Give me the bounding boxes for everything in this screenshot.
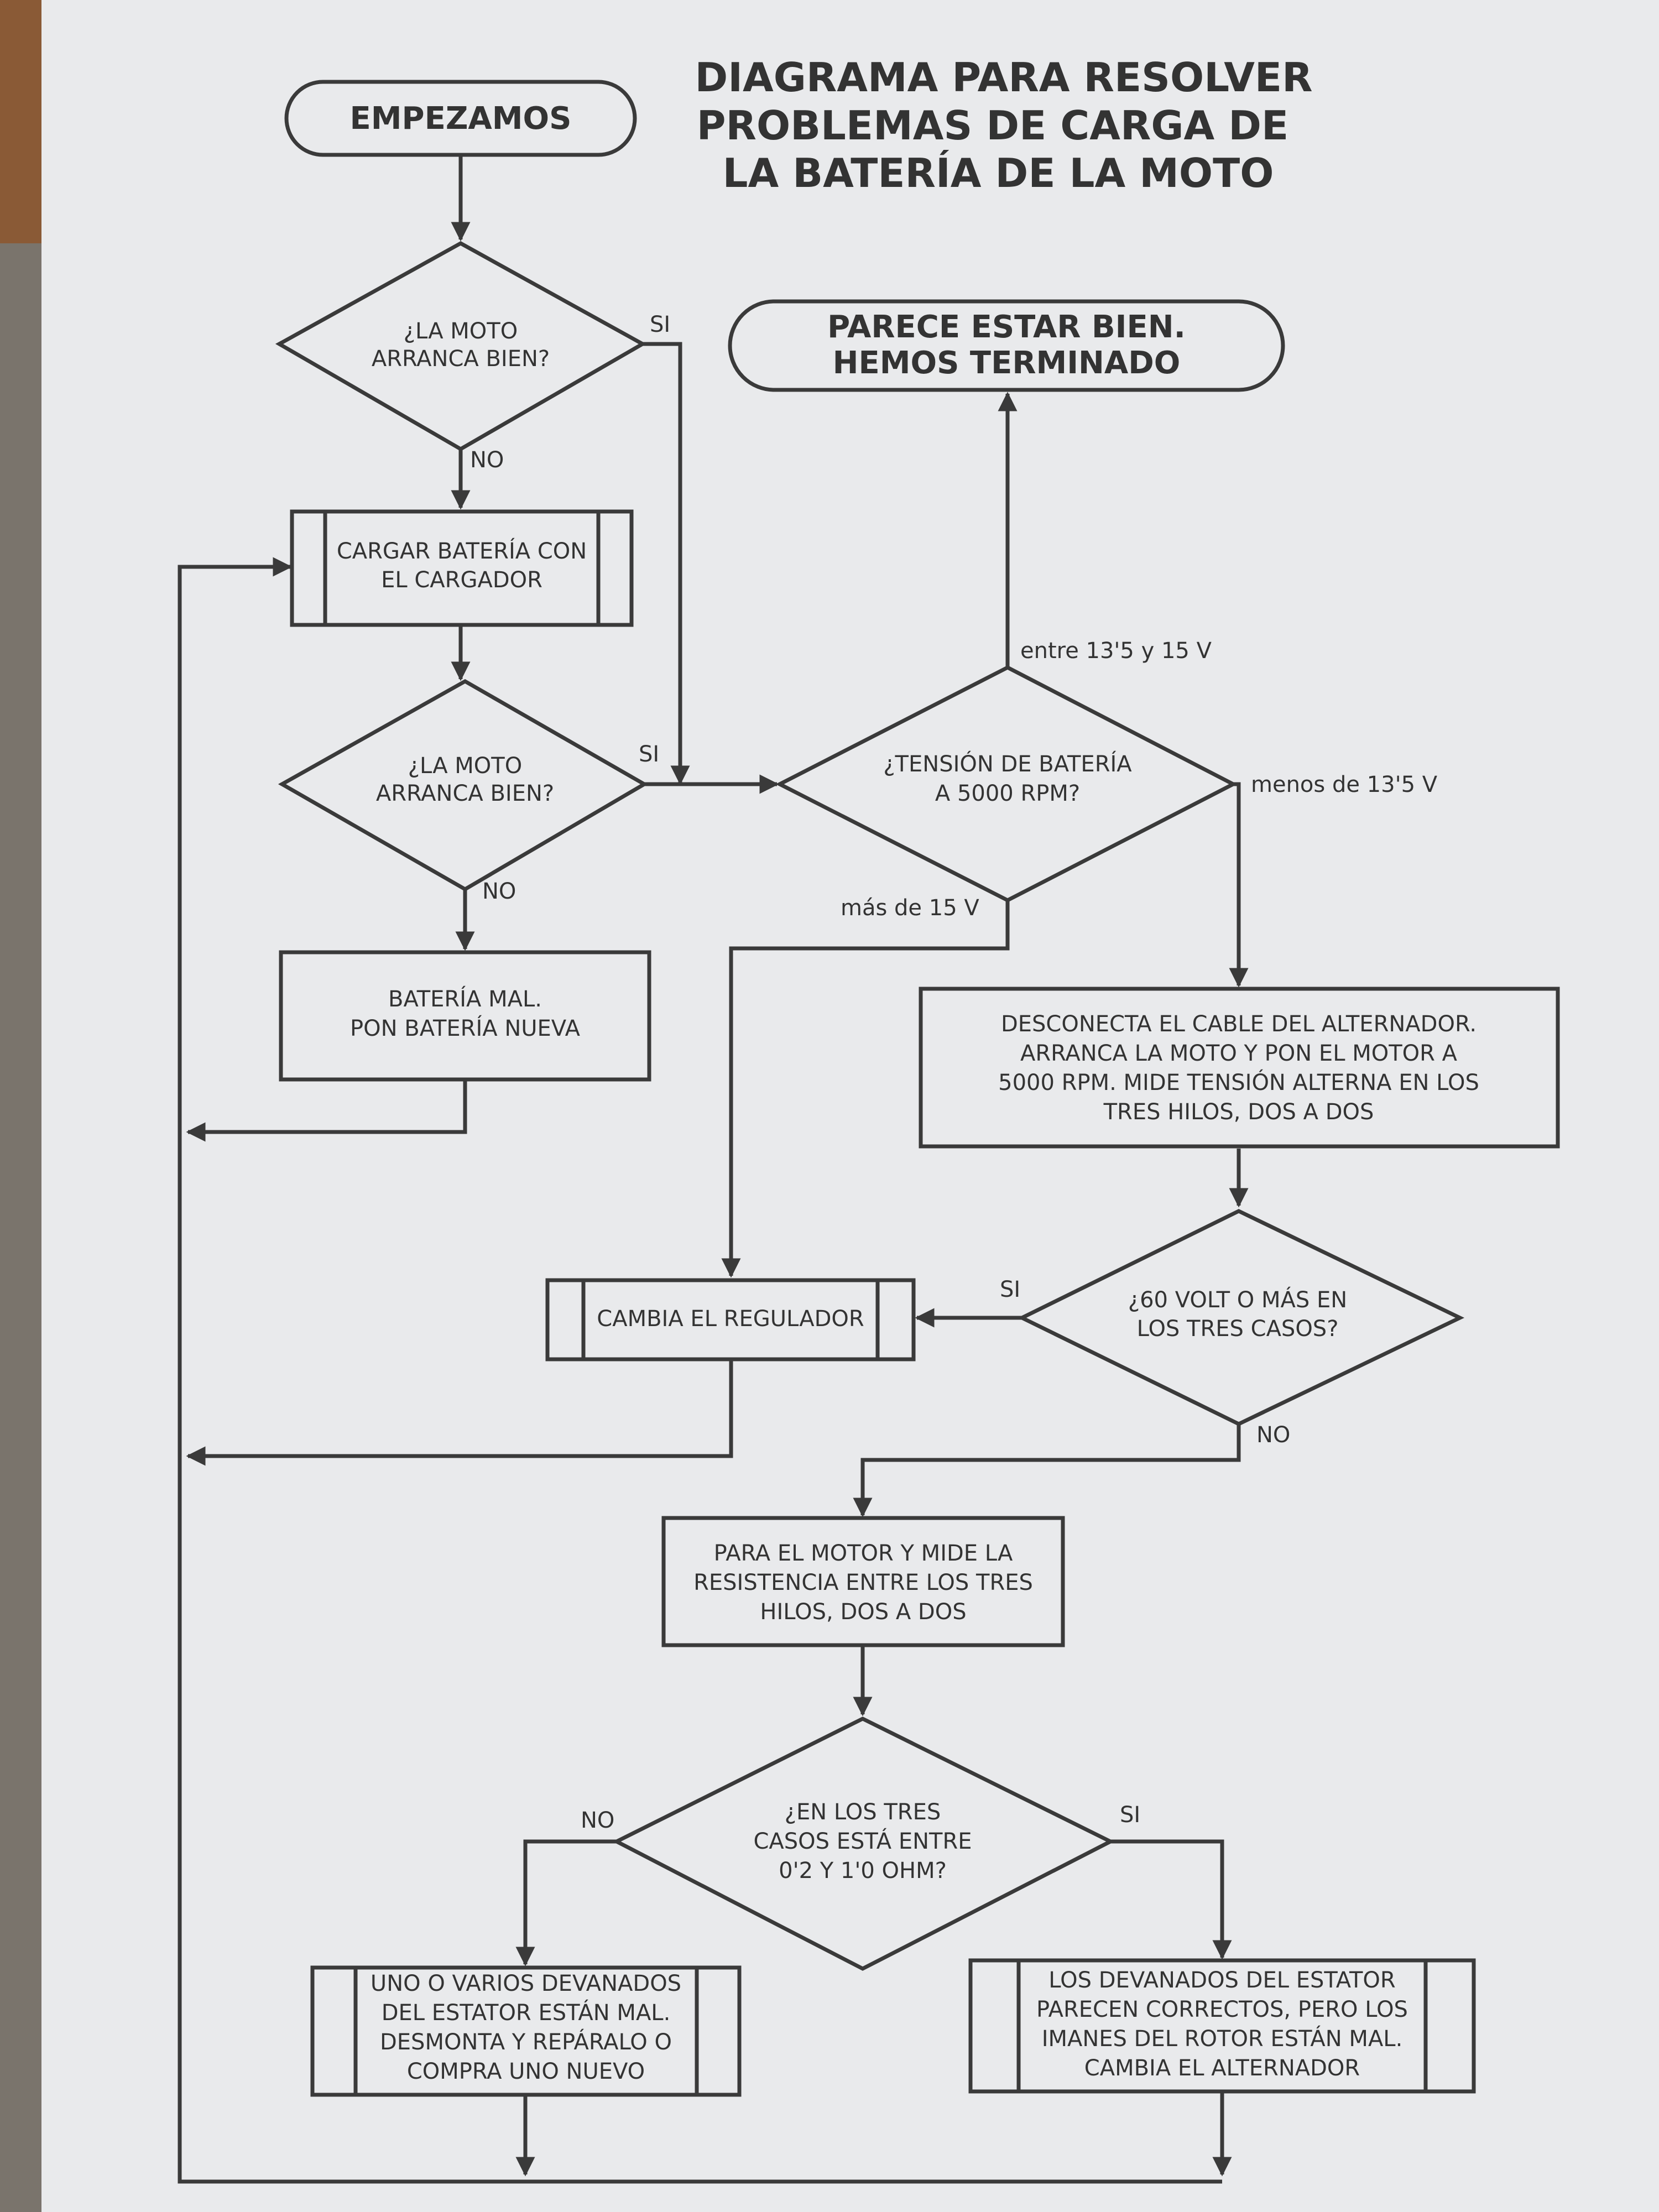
node-para-motor-shape: [661, 1516, 1065, 1647]
node-q-tension-text-2: A 5000 RPM?: [935, 781, 1080, 806]
node-para-motor-text-2: RESISTENCIA ENTRE LOS TRES: [693, 1570, 1033, 1595]
node-end-text-2: HEMOS TERMINADO: [833, 345, 1181, 381]
label-q60-no: NO: [1256, 1422, 1290, 1448]
node-q-arranca-2-shape: [278, 679, 648, 892]
node-cargar-bateria-text-1: CARGAR BATERÍA CON: [337, 538, 587, 564]
node-cambia-regulador-shape: [545, 1278, 916, 1361]
arrow-qres-no: [515, 1839, 617, 1966]
node-cargar-bateria: CARGAR BATERÍA CON EL CARGADOR: [290, 509, 634, 627]
label-q1-si: SI: [650, 312, 670, 337]
node-q-tension-shape: [775, 665, 1238, 902]
node-q-arranca-1: ¿LA MOTO ARRANCA BIEN?: [275, 241, 647, 452]
node-q-resistencia-text-2: CASOS ESTÁ ENTRE: [753, 1828, 972, 1854]
node-q-resistencia-text-3: 0'2 Y 1'0 OHM?: [779, 1858, 947, 1884]
label-q2-si: SI: [639, 742, 659, 767]
node-cargar-bateria-shape: [290, 509, 634, 627]
node-imanes-mal-shape: [968, 1958, 1476, 2094]
node-imanes-mal-text-3: IMANES DEL ROTOR ESTÁN MAL.: [1042, 2025, 1403, 2052]
node-cambia-regulador: CAMBIA EL REGULADOR: [545, 1278, 916, 1361]
node-para-motor-text-3: HILOS, DOS A DOS: [760, 1599, 966, 1625]
node-devanados-mal-text-2: DEL ESTATOR ESTÁN MAL.: [382, 1999, 671, 2026]
arrow-q60-no: [853, 1424, 1241, 1517]
node-q-tension-text-1: ¿TENSIÓN DE BATERÍA: [883, 750, 1132, 777]
node-imanes-mal-text-4: CAMBIA EL ALTERNADOR: [1084, 2056, 1360, 2081]
node-bateria-mal-text-2: PON BATERÍA NUEVA: [350, 1015, 581, 1041]
node-q-tension: ¿TENSIÓN DE BATERÍA A 5000 RPM?: [775, 665, 1238, 902]
node-bateria-mal-shape: [279, 950, 651, 1082]
node-q-60volt-text-2: LOS TRES CASOS?: [1137, 1316, 1339, 1342]
node-imanes-mal: LOS DEVANADOS DEL ESTATOR PARECEN CORREC…: [968, 1958, 1476, 2094]
node-end-text-1: PARECE ESTAR BIEN.: [827, 309, 1186, 345]
node-bateria-mal: BATERÍA MAL. PON BATERÍA NUEVA: [279, 950, 651, 1082]
node-para-motor: PARA EL MOTOR Y MIDE LA RESISTENCIA ENTR…: [661, 1516, 1065, 1647]
title-line-1: DIAGRAMA PARA RESOLVER: [695, 54, 1312, 101]
edge-labels: SI NO SI NO entre 13'5 y 15 V menos de 1…: [470, 312, 1438, 1833]
node-q-resistencia-shape: [612, 1717, 1115, 1971]
node-cambia-regulador-text: CAMBIA EL REGULADOR: [597, 1306, 864, 1332]
node-q-arranca-1-text-1: ¿LA MOTO: [404, 319, 518, 344]
node-start-text: EMPEZAMOS: [350, 101, 572, 137]
label-q1-no: NO: [470, 447, 504, 473]
paper-sheet: [41, 0, 1659, 2212]
arrow-tension-high: [721, 900, 1010, 1278]
node-imanes-mal-text-1: LOS DEVANADOS DEL ESTATOR: [1048, 1968, 1395, 1993]
node-cargar-bateria-text-2: EL CARGADOR: [381, 567, 542, 593]
node-imanes-mal-text-2: PARECEN CORRECTOS, PERO LOS: [1036, 1997, 1408, 2022]
wood-edge: [0, 0, 41, 243]
node-desconecta: DESCONECTA EL CABLE DEL ALTERNADOR. ARRA…: [919, 987, 1560, 1149]
title-line-2: PROBLEMAS DE CARGA DE: [697, 102, 1289, 149]
node-desconecta-text-2: ARRANCA LA MOTO Y PON EL MOTOR A: [1020, 1041, 1458, 1066]
arrow-qres-si: [1110, 1839, 1232, 1960]
node-end-shape: [728, 299, 1285, 392]
label-tension-entre: entre 13'5 y 15 V: [1020, 638, 1212, 664]
connectors: [178, 155, 1249, 2184]
node-desconecta-text-1: DESCONECTA EL CABLE DEL ALTERNADOR.: [1001, 1011, 1477, 1037]
node-q-arranca-2-text-1: ¿LA MOTO: [408, 753, 522, 779]
label-qres-si: SI: [1120, 1802, 1140, 1828]
label-qres-no: NO: [581, 1808, 614, 1833]
node-start: EMPEZAMOS: [284, 80, 637, 157]
node-q-60volt-shape: [1018, 1209, 1465, 1426]
node-q-arranca-2-text-2: ARRANCA BIEN?: [376, 781, 554, 806]
arrow-q1-si: [643, 342, 690, 785]
label-q60-si: SI: [1000, 1277, 1020, 1302]
node-q-resistencia: ¿EN LOS TRES CASOS ESTÁ ENTRE 0'2 Y 1'0 …: [612, 1717, 1115, 1971]
node-q-60volt-text-1: ¿60 VOLT O MÁS EN: [1128, 1286, 1347, 1313]
node-q-60volt: ¿60 VOLT O MÁS EN LOS TRES CASOS?: [1018, 1209, 1465, 1426]
label-tension-mas: más de 15 V: [841, 895, 979, 921]
node-devanados-mal-text-1: UNO O VARIOS DEVANADOS: [371, 1971, 681, 1996]
node-devanados-mal: UNO O VARIOS DEVANADOS DEL ESTATOR ESTÁN…: [310, 1965, 742, 2097]
node-desconecta-text-3: 5000 RPM. MIDE TENSIÓN ALTERNA EN LOS: [998, 1069, 1479, 1095]
node-q-arranca-1-text-2: ARRANCA BIEN?: [372, 346, 550, 372]
node-devanados-mal-text-4: COMPRA UNO NUEVO: [407, 2059, 645, 2084]
node-devanados-mal-text-3: DESMONTA Y REPÁRALO O: [380, 2028, 672, 2055]
node-q-arranca-2: ¿LA MOTO ARRANCA BIEN?: [278, 679, 648, 892]
node-start-shape: [284, 80, 637, 157]
arrow-bateria-loop: [186, 1081, 467, 1142]
node-para-motor-text-1: PARA EL MOTOR Y MIDE LA: [714, 1541, 1013, 1566]
node-q-arranca-1-shape: [275, 241, 647, 452]
node-devanados-mal-shape: [310, 1965, 742, 2097]
return-loop-to-cargar: [178, 557, 1222, 2184]
node-end: PARECE ESTAR BIEN. HEMOS TERMINADO: [728, 299, 1285, 392]
node-q-resistencia-text-1: ¿EN LOS TRES: [785, 1799, 941, 1825]
label-tension-menos: menos de 13'5 V: [1251, 772, 1438, 797]
title-line-3: LA BATERÍA DE LA MOTO: [723, 150, 1274, 196]
node-bateria-mal-text-1: BATERÍA MAL.: [388, 985, 542, 1012]
node-desconecta-shape: [919, 987, 1560, 1149]
diagram-title: DIAGRAMA PARA RESOLVER PROBLEMAS DE CARG…: [695, 54, 1312, 196]
label-q2-no: NO: [482, 879, 516, 904]
arrow-regulador-loop: [186, 1360, 733, 1466]
node-desconecta-text-4: TRES HILOS, DOS A DOS: [1103, 1099, 1374, 1125]
